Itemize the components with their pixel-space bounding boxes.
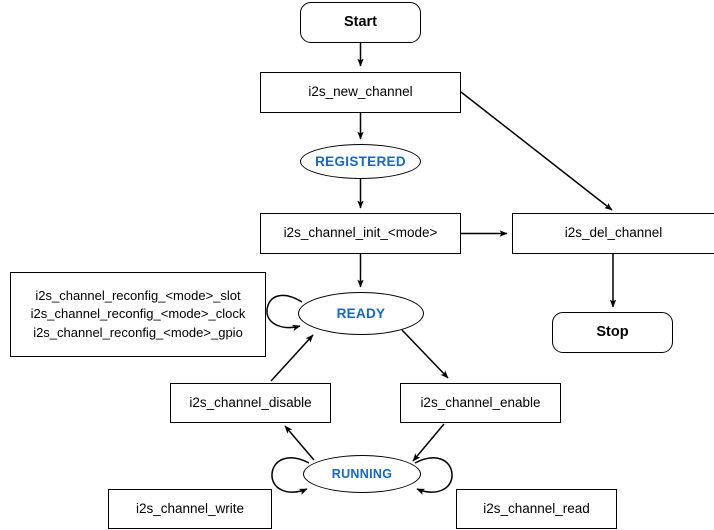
node-i2s-del-channel[interactable]: i2s_del_channel: [512, 213, 714, 254]
node-i2s-channel-enable[interactable]: i2s_channel_enable: [400, 383, 561, 423]
node-i2s-channel-enable-label: i2s_channel_enable: [420, 394, 541, 410]
edge-running-self-loop-read: [414, 457, 453, 495]
node-i2s-channel-read-label: i2s_channel_read: [483, 500, 590, 516]
node-i2s-channel-init-mode[interactable]: i2s_channel_init_<mode>: [260, 213, 461, 254]
reconfig-gpio-label: i2s_channel_reconfig_<mode>_gpio: [33, 324, 243, 340]
edge-ready-to-enable: [401, 329, 449, 379]
state-registered[interactable]: REGISTERED: [300, 144, 421, 179]
state-ready[interactable]: READY: [298, 292, 424, 335]
edge-disable-to-ready: [270, 334, 314, 382]
state-running-label: RUNNING: [331, 467, 393, 481]
node-i2s-channel-write[interactable]: i2s_channel_write: [108, 489, 272, 529]
state-ready-label: READY: [336, 306, 386, 321]
edge-running-self-loop-write: [271, 457, 310, 495]
edge-ready-self-loop-reconfig: [266, 294, 303, 331]
node-i2s-new-channel-label: i2s_new_channel: [308, 84, 413, 100]
node-i2s-channel-read[interactable]: i2s_channel_read: [456, 489, 617, 529]
node-stop[interactable]: Stop: [552, 312, 673, 353]
state-registered-label: REGISTERED: [315, 154, 406, 169]
reconfig-slot-label: i2s_channel_reconfig_<mode>_slot: [35, 287, 241, 303]
reconfig-clock-label: i2s_channel_reconfig_<mode>_clock: [30, 306, 246, 322]
node-stop-label: Stop: [596, 323, 629, 340]
state-running[interactable]: RUNNING: [303, 455, 421, 493]
node-i2s-del-channel-label: i2s_del_channel: [564, 225, 663, 241]
node-i2s-channel-reconfig-group[interactable]: i2s_channel_reconfig_<mode>_slot i2s_cha…: [10, 272, 266, 357]
node-start[interactable]: Start: [300, 2, 421, 43]
edge-running-to-disable: [284, 425, 315, 461]
node-i2s-channel-init-mode-label: i2s_channel_init_<mode>: [283, 225, 438, 241]
node-i2s-channel-disable[interactable]: i2s_channel_disable: [170, 383, 331, 423]
edge-enable-to-running: [412, 423, 445, 462]
node-i2s-channel-disable-label: i2s_channel_disable: [189, 394, 312, 410]
node-i2s-channel-write-label: i2s_channel_write: [135, 500, 245, 516]
edge-new-channel-to-del-channel: [460, 91, 613, 211]
node-i2s-new-channel[interactable]: i2s_new_channel: [260, 72, 461, 113]
node-start-label: Start: [343, 13, 378, 30]
